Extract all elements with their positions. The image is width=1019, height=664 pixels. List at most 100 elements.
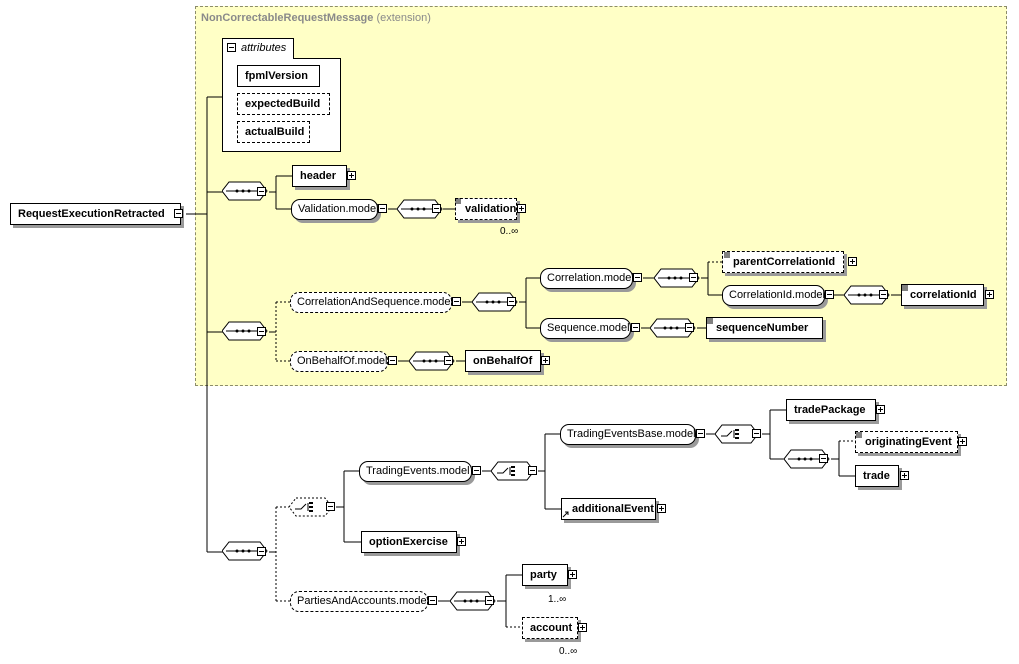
expand-icon[interactable] bbox=[900, 471, 909, 480]
attribute-actualbuild[interactable]: actualBuild bbox=[237, 121, 310, 143]
choice-compositor-icon[interactable] bbox=[289, 497, 341, 517]
element-optionexercise[interactable]: optionExercise bbox=[361, 531, 457, 553]
element-originatingevent[interactable]: originatingEvent bbox=[855, 431, 958, 453]
element-label: party bbox=[530, 568, 557, 581]
sequence-compositor-icon[interactable] bbox=[784, 449, 834, 469]
expand-icon[interactable] bbox=[958, 437, 967, 446]
element-onbehalfof[interactable]: onBehalfOf bbox=[465, 350, 541, 372]
element-additionalevent[interactable]: additionalEvent bbox=[561, 498, 656, 520]
collapse-icon[interactable] bbox=[472, 466, 481, 475]
group-correlation-model[interactable]: Correlation.model bbox=[540, 268, 634, 289]
collapse-icon[interactable] bbox=[633, 273, 642, 282]
expand-icon[interactable] bbox=[568, 570, 577, 579]
element-label: onBehalfOf bbox=[473, 354, 533, 367]
sequence-compositor-icon[interactable] bbox=[409, 351, 459, 371]
expand-icon[interactable] bbox=[657, 504, 666, 513]
root-label: RequestExecutionRetracted bbox=[18, 207, 165, 220]
collapse-icon[interactable] bbox=[378, 204, 387, 213]
group-tradingeventsbase-model[interactable]: TradingEventsBase.model bbox=[560, 424, 696, 445]
expand-icon[interactable] bbox=[347, 171, 356, 180]
element-sequencenumber[interactable]: sequenceNumber bbox=[706, 317, 823, 339]
collapse-icon[interactable] bbox=[485, 596, 494, 605]
element-label: header bbox=[300, 169, 337, 182]
reference-arrow-icon bbox=[562, 511, 569, 518]
collapse-icon[interactable] bbox=[752, 429, 761, 438]
group-partiesandaccounts-model[interactable]: PartiesAndAccounts.model bbox=[290, 591, 429, 612]
extension-label: (extension) bbox=[376, 12, 431, 24]
sequence-compositor-icon[interactable] bbox=[650, 318, 700, 338]
collapse-icon[interactable] bbox=[257, 327, 266, 336]
group-label: TradingEvents.model bbox=[366, 465, 470, 477]
sequence-compositor-icon[interactable] bbox=[397, 199, 447, 219]
expand-icon[interactable] bbox=[541, 356, 550, 365]
expand-icon[interactable] bbox=[848, 257, 857, 266]
group-label: OnBehalfOf.model bbox=[297, 355, 388, 367]
collapse-icon[interactable] bbox=[825, 290, 834, 299]
element-party[interactable]: party bbox=[522, 564, 568, 586]
element-validation[interactable]: validation bbox=[455, 198, 517, 220]
expand-icon[interactable] bbox=[985, 290, 994, 299]
sequence-compositor-icon[interactable] bbox=[222, 541, 272, 561]
cardinality-label: 0..∞ bbox=[500, 226, 519, 237]
collapse-icon[interactable] bbox=[696, 429, 705, 438]
attributes-label: attributes bbox=[241, 42, 287, 54]
group-label: CorrelationId.model bbox=[729, 289, 825, 301]
attributes-tab bbox=[222, 38, 294, 59]
collapse-icon[interactable] bbox=[444, 356, 453, 365]
collapse-icon[interactable] bbox=[685, 323, 694, 332]
group-validation-model[interactable]: Validation.model bbox=[291, 199, 379, 220]
root-element[interactable]: RequestExecutionRetracted bbox=[10, 203, 181, 225]
collapse-icon[interactable] bbox=[257, 187, 266, 196]
attribute-expectedbuild[interactable]: expectedBuild bbox=[237, 93, 330, 115]
element-trade[interactable]: trade bbox=[855, 465, 899, 487]
collapse-icon[interactable] bbox=[174, 209, 183, 218]
expand-icon[interactable] bbox=[578, 623, 587, 632]
attribute-label: fpmlVersion bbox=[245, 69, 308, 82]
documentation-icon bbox=[455, 198, 461, 204]
choice-compositor-icon[interactable] bbox=[491, 461, 543, 481]
expand-icon[interactable] bbox=[517, 204, 526, 213]
element-correlationid[interactable]: correlationId bbox=[901, 284, 984, 306]
sequence-compositor-icon[interactable] bbox=[450, 591, 500, 611]
collapse-icon[interactable] bbox=[689, 273, 698, 282]
collapse-icon[interactable] bbox=[388, 356, 397, 365]
attribute-label: actualBuild bbox=[245, 125, 305, 138]
collapse-icon[interactable] bbox=[326, 502, 335, 511]
attribute-fpmlversion[interactable]: fpmlVersion bbox=[237, 65, 320, 87]
element-label: validation bbox=[465, 202, 517, 215]
extension-base-name: NonCorrectableRequestMessage bbox=[201, 12, 374, 24]
sequence-compositor-icon[interactable] bbox=[222, 321, 272, 341]
collapse-icon[interactable] bbox=[432, 204, 441, 213]
sequence-compositor-icon[interactable] bbox=[472, 292, 522, 312]
sequence-compositor-icon[interactable] bbox=[844, 285, 894, 305]
group-label: CorrelationAndSequence.model bbox=[297, 296, 453, 308]
collapse-icon[interactable] bbox=[819, 454, 828, 463]
sequence-compositor-icon[interactable] bbox=[222, 181, 272, 201]
element-label: additionalEvent bbox=[572, 502, 654, 515]
group-correlation-and-sequence-model[interactable]: CorrelationAndSequence.model bbox=[290, 292, 453, 313]
element-label: optionExercise bbox=[369, 535, 448, 548]
element-label: parentCorrelationId bbox=[733, 255, 836, 268]
collapse-icon[interactable] bbox=[879, 290, 888, 299]
collapse-icon[interactable] bbox=[528, 466, 537, 475]
element-account[interactable]: account bbox=[522, 617, 578, 639]
collapse-icon[interactable] bbox=[507, 297, 516, 306]
collapse-icon[interactable] bbox=[452, 297, 461, 306]
collapse-icon[interactable] bbox=[227, 43, 236, 52]
collapse-icon[interactable] bbox=[428, 596, 437, 605]
element-tradepackage[interactable]: tradePackage bbox=[786, 399, 876, 421]
expand-icon[interactable] bbox=[876, 405, 885, 414]
group-tradingevents-model[interactable]: TradingEvents.model bbox=[359, 461, 472, 482]
collapse-icon[interactable] bbox=[257, 547, 266, 556]
collapse-icon[interactable] bbox=[631, 323, 640, 332]
choice-compositor-icon[interactable] bbox=[715, 424, 767, 444]
group-sequence-model[interactable]: Sequence.model bbox=[540, 318, 631, 339]
sequence-compositor-icon[interactable] bbox=[654, 268, 704, 288]
element-header[interactable]: header bbox=[292, 165, 347, 187]
group-label: Correlation.model bbox=[547, 272, 634, 284]
expand-icon[interactable] bbox=[457, 537, 466, 546]
element-parentcorrelationid[interactable]: parentCorrelationId bbox=[722, 251, 844, 273]
group-onbehalfof-model[interactable]: OnBehalfOf.model bbox=[290, 351, 388, 372]
group-correlationid-model[interactable]: CorrelationId.model bbox=[722, 285, 825, 306]
